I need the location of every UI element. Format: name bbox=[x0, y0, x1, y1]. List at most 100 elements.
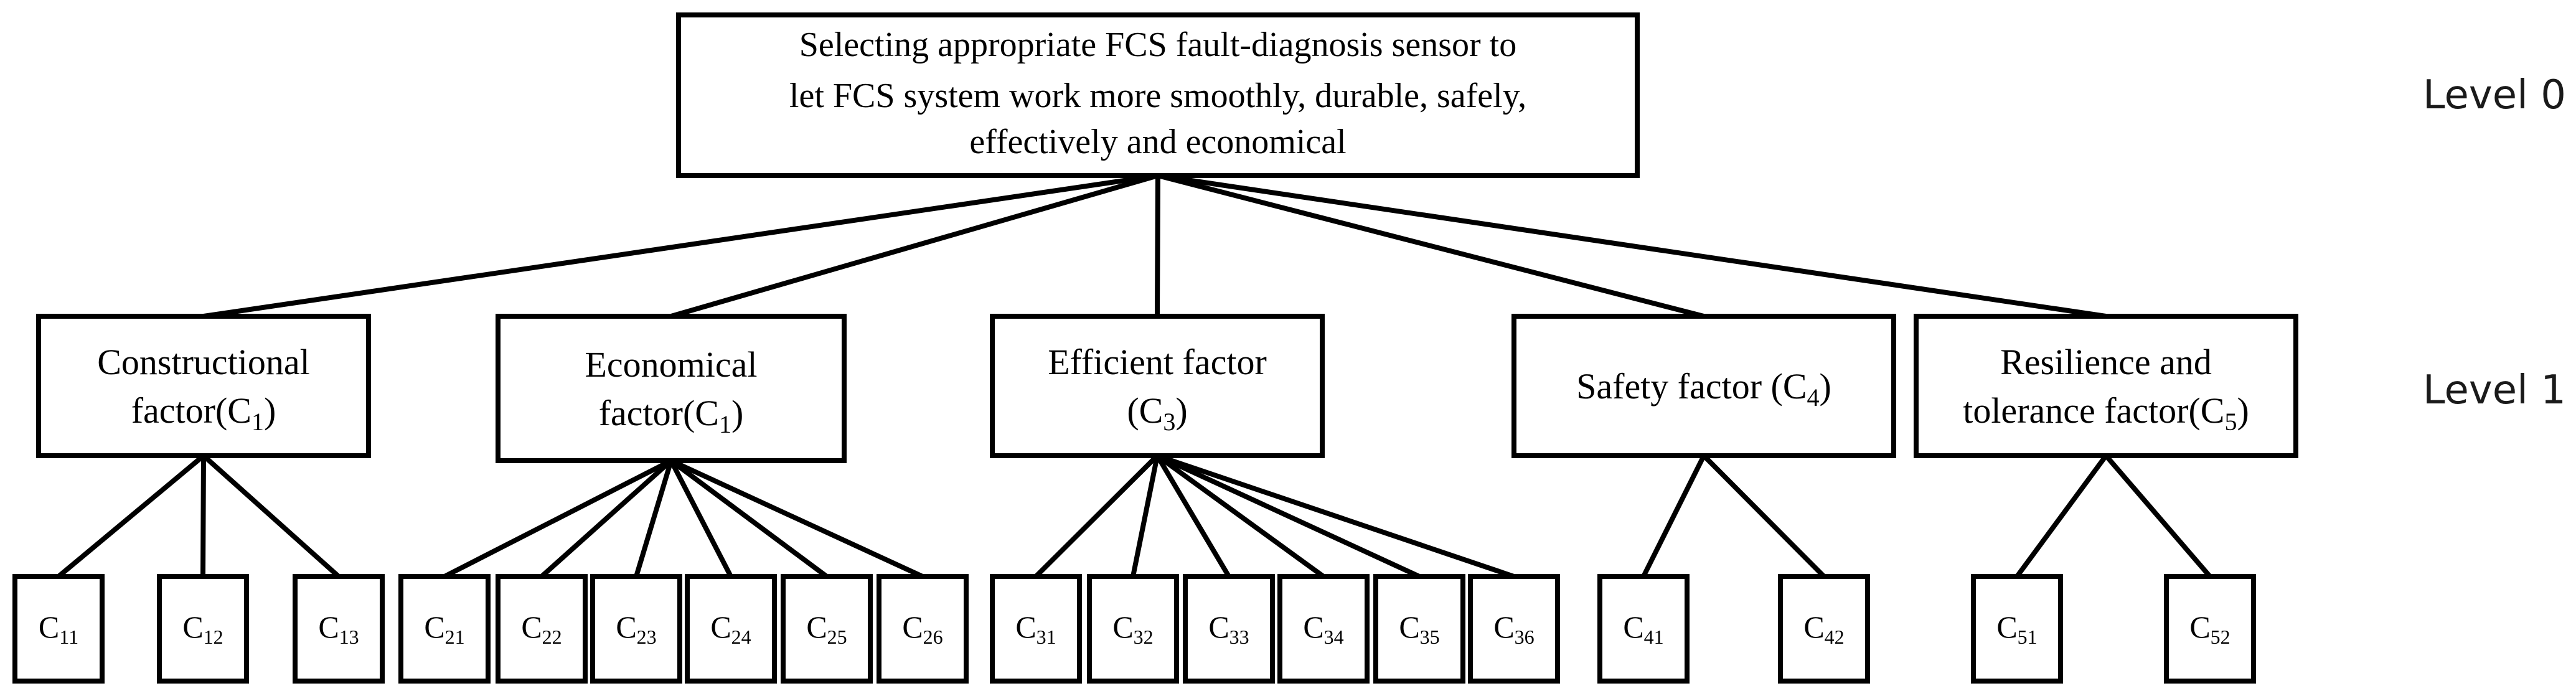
subcriterion-label-c52: C52 bbox=[2189, 609, 2230, 648]
criteria-level: Constructional factor(C1) Economical factor… bbox=[36, 314, 2298, 463]
connector-c4-c42 bbox=[1701, 453, 1826, 579]
criterion-c3: Efficient factor (C3) bbox=[990, 314, 1325, 458]
subcriterion-label-c12: C12 bbox=[182, 609, 223, 648]
criterion-c1: Constructional factor(C1) bbox=[36, 314, 371, 458]
subcriterion-box-c32 bbox=[1087, 574, 1179, 684]
subcriterion-box-c22 bbox=[496, 574, 588, 684]
criterion-box-c3 bbox=[990, 314, 1325, 458]
subcriterion-c12: C12 bbox=[157, 574, 249, 684]
connector-c1-c12 bbox=[200, 453, 206, 579]
criterion-box-c1 bbox=[36, 314, 371, 458]
goal-node: Selecting appropriate FCS fault-diagnosi… bbox=[676, 12, 1640, 178]
criterion-label-c2-line-2: factor(C1) bbox=[599, 393, 744, 438]
subcriterion-label-c11: C11 bbox=[39, 609, 78, 648]
subcriterion-label-c34: C34 bbox=[1303, 609, 1343, 648]
subcriterion-label-c21: C21 bbox=[424, 609, 464, 648]
connector-lines bbox=[56, 173, 2212, 579]
subcriterion-box-c23 bbox=[590, 574, 682, 684]
subcriterion-box-c13 bbox=[293, 574, 385, 684]
connector-c2-c23 bbox=[634, 458, 674, 579]
connector-goal-c5 bbox=[1155, 173, 2108, 319]
subcriterion-c52: C52 bbox=[2164, 574, 2256, 684]
subcriterion-box-c52 bbox=[2164, 574, 2256, 684]
connector-goal-c1 bbox=[201, 173, 1160, 319]
subcriterion-c42: C42 bbox=[1778, 574, 1870, 684]
subcriterion-label-c13: C13 bbox=[318, 609, 359, 648]
criterion-box-c2 bbox=[496, 314, 847, 463]
subcriterion-box-c36 bbox=[1468, 574, 1560, 684]
subcriterion-label-c32: C32 bbox=[1112, 609, 1153, 648]
subcriterion-c21: C21 bbox=[398, 574, 491, 684]
level-0-label: Level 0 bbox=[2423, 72, 2566, 118]
subcriterion-label-c24: C24 bbox=[710, 609, 751, 648]
subcriterion-c33: C33 bbox=[1183, 574, 1275, 684]
subcriterion-box-c11 bbox=[12, 574, 105, 684]
subcriterion-c23: C23 bbox=[590, 574, 682, 684]
subcriterion-label-c36: C36 bbox=[1493, 609, 1534, 648]
subcriterion-label-c35: C35 bbox=[1399, 609, 1439, 648]
goal-line-3: effectively and economical bbox=[969, 123, 1346, 161]
connector-c3-c36 bbox=[1155, 453, 1516, 579]
subcriterion-label-c41: C41 bbox=[1623, 609, 1663, 648]
subcriterion-box-c12 bbox=[157, 574, 249, 684]
connector-c1-c11 bbox=[56, 453, 206, 579]
connector-c3-c33 bbox=[1155, 453, 1231, 579]
connector-c5-c51 bbox=[2014, 453, 2108, 579]
subcriterion-box-c24 bbox=[685, 574, 777, 684]
connector-goal-c2 bbox=[669, 173, 1160, 319]
subcriterion-c13: C13 bbox=[293, 574, 385, 684]
subcriterion-c32: C32 bbox=[1087, 574, 1179, 684]
subcriterion-label-c26: C26 bbox=[902, 609, 942, 648]
subcriterion-c31: C31 bbox=[990, 574, 1082, 684]
connector-c5-c52 bbox=[2104, 453, 2212, 579]
criterion-c2: Economical factor(C1) bbox=[496, 314, 847, 463]
connector-goal-c4 bbox=[1155, 173, 1706, 319]
connector-goal-c3 bbox=[1155, 173, 1160, 319]
connector-c2-c24 bbox=[669, 458, 733, 579]
subcriterion-c35: C35 bbox=[1373, 574, 1465, 684]
connector-c2-c22 bbox=[539, 458, 674, 579]
subcriterion-label-c23: C23 bbox=[616, 609, 656, 648]
subcriterion-c41: C41 bbox=[1597, 574, 1690, 684]
connector-c3-c32 bbox=[1131, 453, 1160, 579]
goal-box bbox=[676, 12, 1640, 178]
criterion-label-c4-line-1: Safety factor (C4) bbox=[1576, 366, 1831, 411]
subcriterion-c51: C51 bbox=[1971, 574, 2063, 684]
subcriterion-label-c22: C22 bbox=[521, 609, 562, 648]
subcriterion-box-c42 bbox=[1778, 574, 1870, 684]
connector-c2-c26 bbox=[669, 458, 925, 579]
criterion-label-c2-line-1: Economical bbox=[585, 344, 757, 385]
subcriterion-box-c51 bbox=[1971, 574, 2063, 684]
subcriteria-level: C11 C12 C13 C21 C22 C23 C24 C25 C26 C31 C32 C33 C34 C… bbox=[12, 574, 2256, 684]
connector-c2-c25 bbox=[669, 458, 829, 579]
subcriterion-box-c31 bbox=[990, 574, 1082, 684]
subcriterion-c36: C36 bbox=[1468, 574, 1560, 684]
connector-c4-c41 bbox=[1641, 453, 1706, 579]
criterion-label-c3-line-2: (C3) bbox=[1127, 390, 1187, 436]
subcriterion-label-c25: C25 bbox=[806, 609, 847, 648]
connector-c3-c31 bbox=[1033, 453, 1160, 579]
subcriterion-box-c33 bbox=[1183, 574, 1275, 684]
subcriterion-c26: C26 bbox=[877, 574, 969, 684]
criterion-label-c5-line-1: Resilience and bbox=[2000, 342, 2212, 382]
subcriterion-box-c35 bbox=[1373, 574, 1465, 684]
criterion-box-c4 bbox=[1511, 314, 1896, 458]
connector-c2-c21 bbox=[442, 458, 674, 579]
goal-line-2: let FCS system work more smoothly, durab… bbox=[789, 77, 1526, 115]
level-1-label: Level 1 bbox=[2423, 367, 2566, 413]
goal-line-1: Selecting appropriate FCS fault-diagnosi… bbox=[799, 26, 1516, 64]
criterion-label-c1-line-1: Constructional bbox=[97, 342, 310, 382]
subcriterion-c25: C25 bbox=[781, 574, 873, 684]
criterion-label-c1-line-2: factor(C1) bbox=[131, 390, 276, 436]
subcriterion-box-c21 bbox=[398, 574, 491, 684]
criterion-label-c3-line-1: Efficient factor bbox=[1048, 342, 1267, 382]
subcriterion-label-c51: C51 bbox=[1996, 609, 2037, 648]
connector-c3-c34 bbox=[1155, 453, 1326, 579]
criterion-c4: Safety factor (C4) bbox=[1511, 314, 1896, 458]
subcriterion-c11: C11 bbox=[12, 574, 105, 684]
connector-c3-c35 bbox=[1155, 453, 1422, 579]
connector-c1-c13 bbox=[201, 453, 341, 579]
subcriterion-box-c34 bbox=[1277, 574, 1370, 684]
subcriterion-label-c42: C42 bbox=[1803, 609, 1844, 648]
